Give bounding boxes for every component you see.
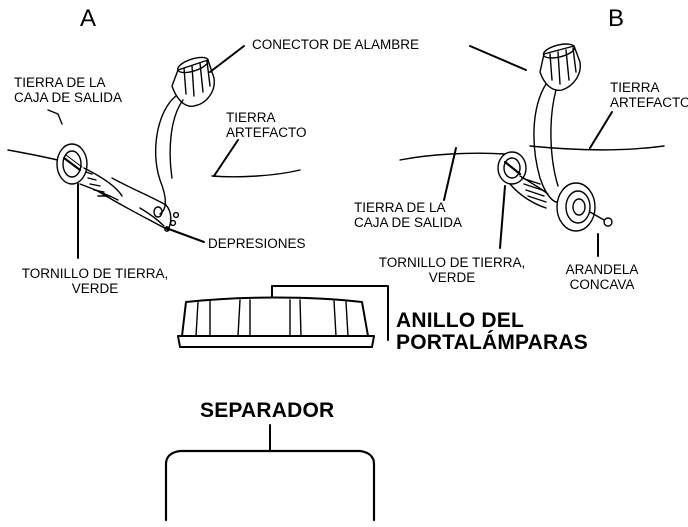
panel-a-dimples-label: DEPRESIONES	[208, 236, 306, 251]
panel-b-wire-connector	[539, 43, 581, 91]
panel-a-fixture-ground-line-2: ARTEFACTO	[226, 125, 307, 140]
socket-ring-line-2: PORTALÁMPARAS	[396, 331, 588, 354]
panel-b-screw-label: TORNILLO DE TIERRA, VERDE	[352, 255, 552, 285]
spacer-label: SEPARADOR	[200, 399, 335, 422]
panel-b-ground-screw	[497, 151, 549, 209]
panel-b-fixture-ground-line-1: TIERRA	[610, 80, 660, 95]
panel-a-box-ground-line-1: TIERRA DE LA	[14, 75, 106, 90]
panel-b-box-ground-label: TIERRA DE LA CAJA DE SALIDA	[354, 200, 462, 230]
panel-a-letter: A	[80, 5, 97, 32]
panel-a-screw-label: TORNILLO DE TIERRA, VERDE	[10, 266, 180, 296]
panel-a-screw-line-1: TORNILLO DE TIERRA,	[21, 266, 169, 281]
panel-b-washer-line-1: ARANDELA	[565, 262, 639, 277]
panel-a-fixture-ground-line-1: TIERRA	[226, 110, 276, 125]
panel-b-letter: B	[608, 5, 625, 32]
panel-a-ground-screw	[56, 143, 123, 201]
panel-a-fixture-ground-label: TIERRA ARTEFACTO	[226, 110, 307, 140]
socket-ring-drawing	[177, 296, 375, 348]
panel-a-wire-connector	[171, 56, 215, 107]
spacer-drawing	[164, 449, 376, 522]
panel-a-drawing	[7, 56, 301, 232]
leader-lines	[47, 45, 613, 452]
panel-b-fixture-ground-label: TIERRA ARTEFACTO	[610, 80, 688, 110]
socket-ring-label: ANILLO DEL PORTALÁMPARAS	[396, 310, 588, 354]
panel-b-box-ground-line-2: CAJA DE SALIDA	[354, 215, 463, 230]
socket-ring-line-1: ANILLO DEL	[396, 309, 524, 332]
panel-b-box-ground-line-1: TIERRA DE LA	[354, 200, 446, 215]
panel-b-fixture-ground-line-2: ARTEFACTO	[610, 95, 688, 110]
panel-a-box-ground-line-2: CAJA DE SALIDA	[14, 90, 123, 105]
panel-b-screw-line-1: TORNILLO DE TIERRA,	[378, 255, 526, 270]
panel-a-screw-line-2: VERDE	[71, 281, 119, 296]
panel-b-concave-washer	[556, 182, 613, 232]
wire-connector-label: CONECTOR DE ALAMBRE	[252, 37, 420, 52]
panel-a-box-ground-label: TIERRA DE LA CAJA DE SALIDA	[14, 75, 122, 105]
panel-b-washer-line-2: CONCAVA	[569, 277, 635, 292]
panel-b-washer-label: ARANDELA CONCAVA	[562, 262, 642, 292]
panel-b-drawing	[399, 43, 665, 232]
panel-b-screw-line-2: VERDE	[428, 270, 476, 285]
